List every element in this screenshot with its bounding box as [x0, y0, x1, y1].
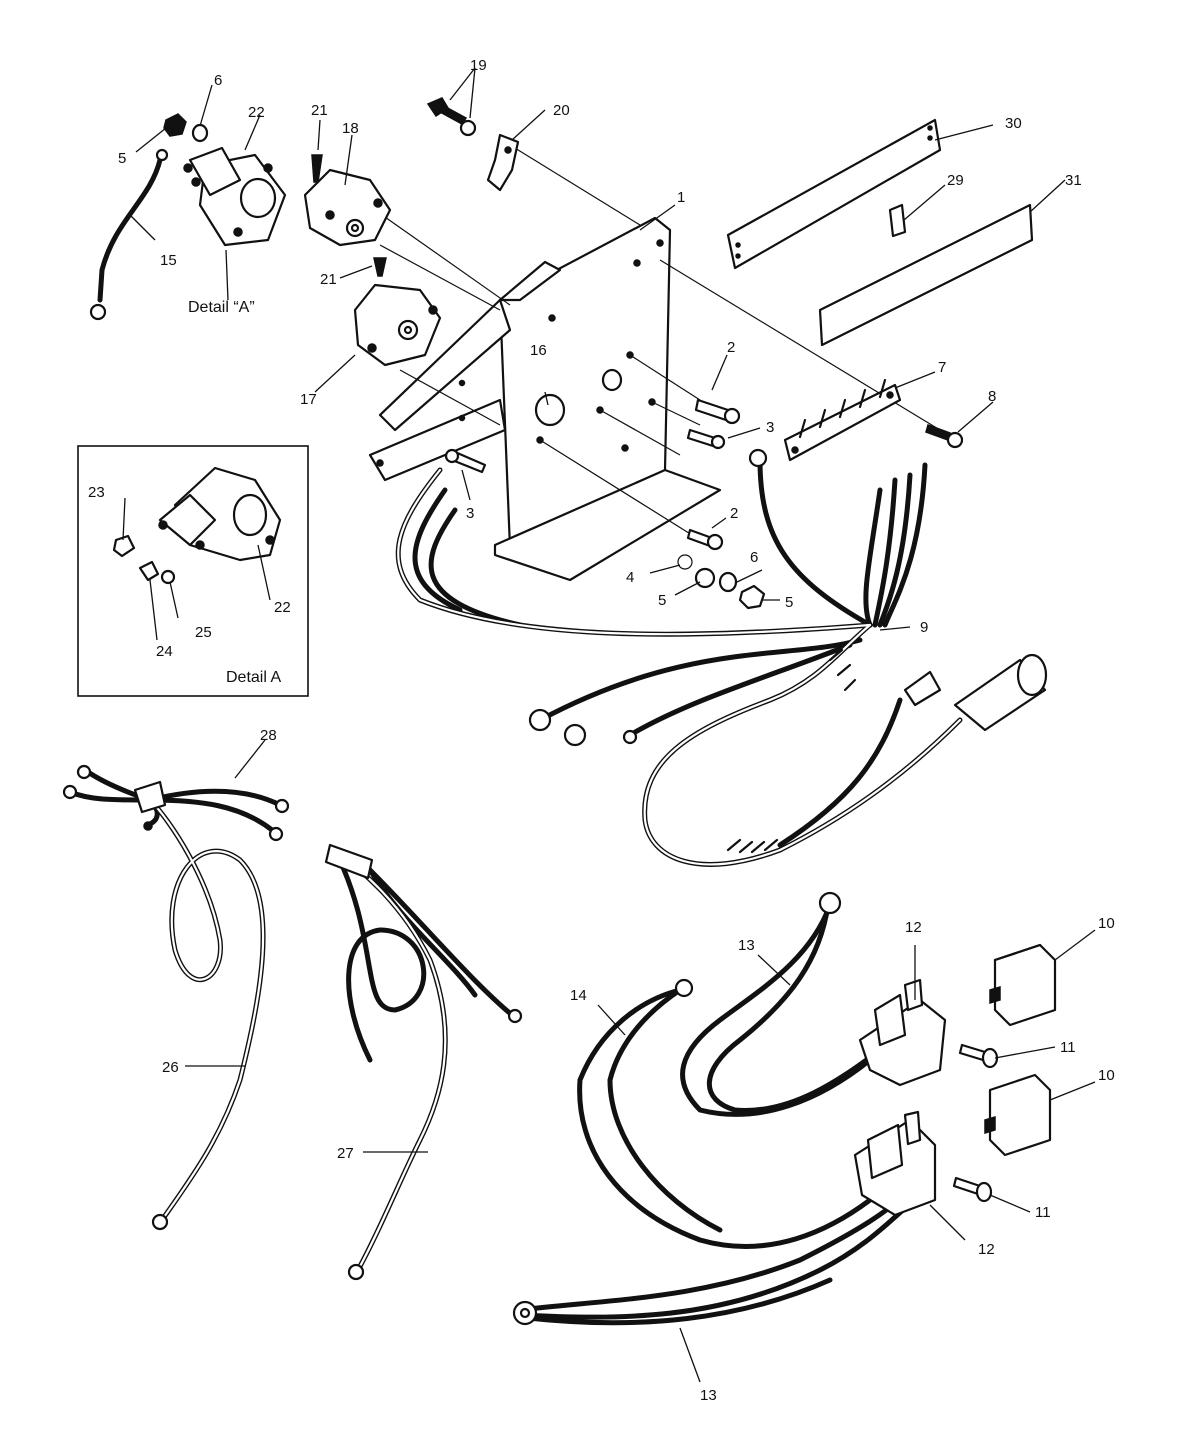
callout-24: 24 — [156, 643, 173, 660]
callout-labels: 1 2 2 3 3 4 5 5 5 6 6 7 8 9 10 10 11 11 … — [88, 57, 1115, 1404]
sensor-17 — [353, 283, 442, 367]
callout-5: 5 — [658, 592, 666, 609]
callout-12: 12 — [905, 919, 922, 936]
callout-30: 30 — [1005, 115, 1022, 132]
callout-11: 11 — [1035, 1204, 1051, 1221]
callout-21: 21 — [320, 271, 337, 288]
leader-lines — [122, 67, 1096, 1383]
screws-11 — [952, 1043, 999, 1203]
clamp-20 — [486, 133, 520, 192]
callout-5: 5 — [785, 594, 793, 611]
harness-27 — [324, 843, 523, 1281]
callout-7: 7 — [938, 359, 946, 376]
detail-a-box-title: Detail A — [226, 669, 281, 686]
callout-4: 4 — [626, 569, 634, 586]
bolts-2-3 — [444, 398, 741, 551]
clip-29 — [888, 203, 907, 238]
callout-17: 17 — [300, 391, 317, 408]
detail-a-reference-caption: Detail “A” — [188, 299, 255, 316]
assembly-axis-lines — [374, 144, 941, 541]
callout-13: 13 — [738, 937, 755, 954]
callout-9: 9 — [920, 619, 928, 636]
callout-5: 5 — [118, 150, 126, 167]
callout-8: 8 — [988, 388, 996, 405]
callout-18: 18 — [342, 120, 359, 137]
callout-22: 22 — [274, 599, 291, 616]
callout-1: 1 — [677, 189, 685, 206]
harness-26-28 — [62, 764, 290, 1231]
relay-harness-lower — [512, 1110, 937, 1326]
sensor-18 — [303, 168, 392, 247]
callout-27: 27 — [337, 1145, 354, 1162]
callout-14: 14 — [570, 987, 587, 1004]
callout-22: 22 — [248, 104, 265, 121]
callout-2: 2 — [727, 339, 735, 356]
callout-31: 31 — [1065, 172, 1082, 189]
callout-26: 26 — [162, 1059, 179, 1076]
callout-12: 12 — [978, 1241, 995, 1258]
callout-6: 6 — [214, 72, 222, 89]
strip-30 — [726, 118, 942, 270]
label-31 — [818, 203, 1034, 347]
callout-25: 25 — [195, 624, 212, 641]
screw-8 — [925, 424, 964, 449]
screw-washer-19 — [426, 97, 477, 137]
callout-3: 3 — [466, 505, 474, 522]
nut-5-washer-6 — [163, 113, 209, 143]
callout-19: 19 — [470, 57, 487, 74]
callout-13: 13 — [700, 1387, 717, 1404]
terminal-block-7 — [783, 378, 902, 462]
relays-10 — [984, 943, 1057, 1157]
screw-21 — [311, 154, 387, 277]
callout-11: 11 — [1060, 1039, 1076, 1056]
mounting-bracket — [368, 216, 722, 582]
callout-20: 20 — [553, 102, 570, 119]
callout-23: 23 — [88, 484, 105, 501]
cable-15 — [89, 148, 169, 321]
solenoid-22 — [183, 146, 287, 247]
callout-29: 29 — [947, 172, 964, 189]
callout-2: 2 — [730, 505, 738, 522]
callout-28: 28 — [260, 727, 277, 744]
callout-21: 21 — [311, 102, 328, 119]
callout-16: 16 — [530, 342, 547, 359]
callout-10: 10 — [1098, 915, 1115, 932]
detail-a-box — [77, 445, 309, 697]
callout-3: 3 — [766, 419, 774, 436]
main-harness-9 — [395, 448, 1048, 867]
callout-6: 6 — [750, 549, 758, 566]
callout-15: 15 — [160, 252, 177, 269]
callout-10: 10 — [1098, 1067, 1115, 1084]
